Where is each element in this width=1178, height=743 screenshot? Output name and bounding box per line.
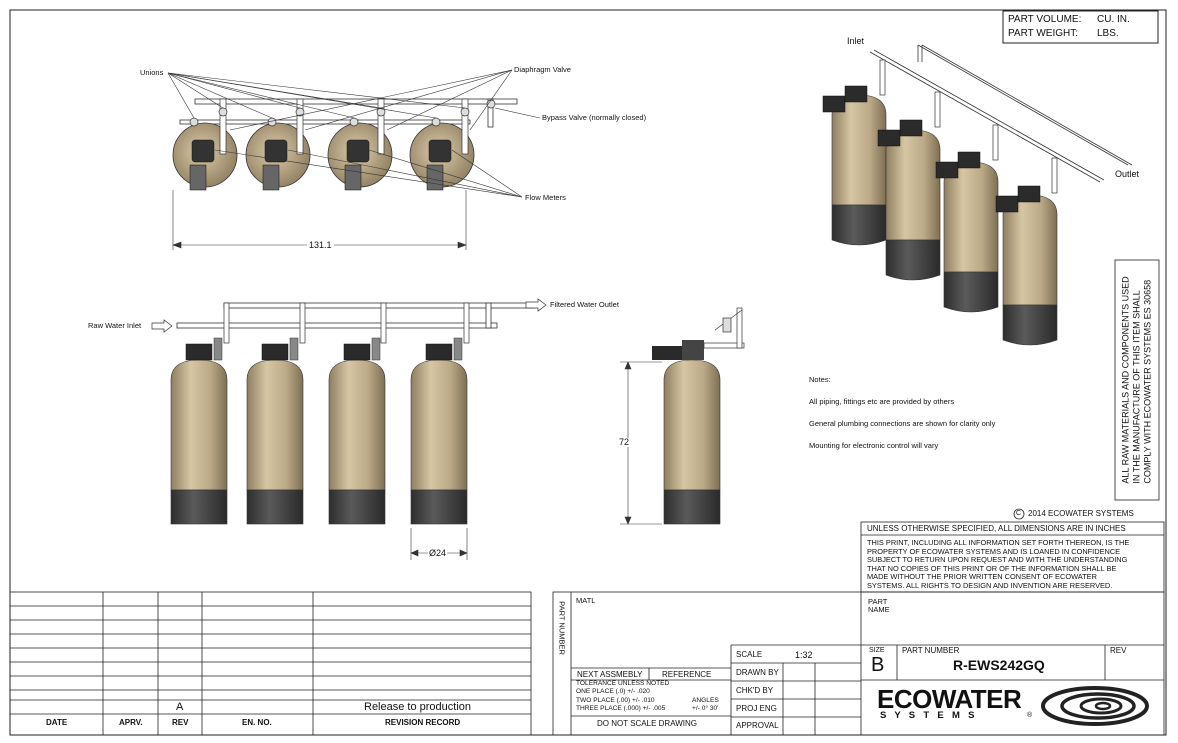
approval-label: APPROVAL [736, 721, 779, 730]
chkd-by-label: CHK'D BY [736, 686, 774, 695]
note-3: Mounting for electronic control will var… [809, 441, 939, 450]
confidential-line: SYSTEMS. ALL RIGHTS TO DESIGN AND INVENT… [867, 580, 1113, 590]
confidential-line: THAT NO COPIES OF THIS PRINT OR OF THE I… [867, 563, 1117, 573]
rev-label: REV [1110, 646, 1127, 655]
dim-height: 72 [619, 437, 630, 447]
dim-width: 131.1 [307, 240, 334, 250]
confidential-line: THIS PRINT, INCLUDING ALL INFORMATION SE… [867, 538, 1130, 547]
part-number-label: PART NUMBER [902, 646, 960, 655]
copyright-text: 2014 ECOWATER SYSTEMS [1028, 509, 1134, 518]
tolerance-title: TOLERANCE UNLESS NOTED [576, 680, 670, 687]
confidential-line: PROPERTY OF ECOWATER SYSTEMS AND IS LOAN… [867, 546, 1121, 556]
label-filtered-water-outlet: Filtered Water Outlet [550, 300, 619, 309]
label-inlet: Inlet [847, 36, 865, 46]
tolerance-one-place: ONE PLACE (.0) +/- .020 [576, 688, 650, 695]
drawn-by-label: DRAWN BY [736, 668, 779, 677]
note-2: General plumbing connections are shown f… [809, 419, 996, 428]
part-volume-weight-box [1002, 10, 1159, 44]
label-flow-meters: Flow Meters [525, 193, 566, 202]
rev-record-value: Release to production [364, 701, 472, 713]
tolerance-two-place: TWO PLACE (.00) +/- .010 [576, 697, 655, 704]
do-not-scale: DO NOT SCALE DRAWING [597, 719, 698, 728]
size-label: SIZE [869, 647, 885, 654]
part-name-label-1: PART [868, 597, 888, 606]
reference-label: REFERENCE [662, 670, 712, 679]
part-volume-unit: CU. IN. [1097, 14, 1130, 25]
side-view [620, 307, 745, 525]
rev-value: A [176, 701, 184, 713]
confidential-line: MADE WITHOUT THE PRIOR WRITTEN CONSENT O… [867, 572, 1097, 582]
front-view [151, 298, 547, 560]
part-weight-unit: LBS. [1097, 28, 1119, 39]
confidential-line: SUBJECT TO RETURN UPON REQUEST AND WITH … [867, 555, 1128, 565]
label-diaphragm-valve: Diaphragm Valve [514, 65, 571, 74]
rev-header-aprv: APRV. [119, 718, 143, 727]
title-block-grid [552, 591, 1165, 736]
top-view [167, 69, 541, 250]
copyright-circle [1013, 508, 1025, 520]
revision-table-grid [9, 591, 532, 736]
notes-title: Notes: [809, 375, 831, 384]
rev-header-record: REVISION RECORD [385, 718, 461, 727]
logo-registered: ® [1027, 712, 1033, 719]
angles-label: ANGLES [692, 697, 719, 704]
logo-subtitle: S Y S T E M S [880, 710, 978, 721]
confidential-notice: THIS PRINT, INCLUDING ALL INFORMATION SE… [867, 538, 1130, 591]
rev-header-date: DATE [46, 718, 68, 727]
tolerance-three-place: THREE PLACE (.000) +/- .005 [576, 705, 666, 712]
note-1: All piping, fittings etc are provided by… [809, 397, 955, 406]
next-assembly-label: NEXT ASSMEBLY [577, 670, 643, 679]
proj-eng-label: PROJ ENG [736, 704, 777, 713]
matl-label: MATL [576, 596, 596, 605]
part-weight-label: PART WEIGHT: [1008, 28, 1079, 39]
statement-line-3: COMPLY WITH ECOWATER SYSTEMS ES 30658 [1142, 279, 1153, 484]
part-number-value: R-EWS242GQ [953, 657, 1045, 673]
dim-diameter: Ø24 [428, 548, 448, 558]
material-statement-box [1114, 259, 1160, 501]
copyright-symbol: C [1016, 510, 1022, 517]
scale-value: 1:32 [795, 650, 813, 660]
rev-header-rev: REV [172, 718, 189, 727]
rev-header-en-no: EN. NO. [242, 718, 272, 727]
logo-wordmark: ECOWATER [877, 684, 1022, 714]
label-unions: Unions [140, 68, 164, 77]
isometric-view [822, 44, 1133, 346]
part-number-vertical-text: PART NUMBER [557, 601, 567, 655]
scale-label: SCALE [736, 650, 763, 659]
label-raw-water-inlet: Raw Water Inlet [88, 321, 142, 330]
statement-line-1: ALL RAW MATERIALS AND COMPONENTS USED [1120, 276, 1131, 484]
label-bypass-valve: Bypass Valve (normally closed) [542, 113, 647, 122]
statement-line-2: IN THE MANUFACTURE OF THIS ITEM SHALL [1131, 290, 1142, 484]
angles-value: +/- 0° 30' [692, 705, 719, 712]
label-outlet: Outlet [1115, 169, 1140, 179]
part-name-label-2: NAME [868, 605, 890, 614]
unless-specified: UNLESS OTHERWISE SPECIFIED, ALL DIMENSIO… [867, 524, 1126, 533]
part-volume-label: PART VOLUME: [1008, 14, 1082, 25]
ecowater-swirl-logo [1041, 686, 1149, 726]
size-value: B [871, 654, 885, 676]
